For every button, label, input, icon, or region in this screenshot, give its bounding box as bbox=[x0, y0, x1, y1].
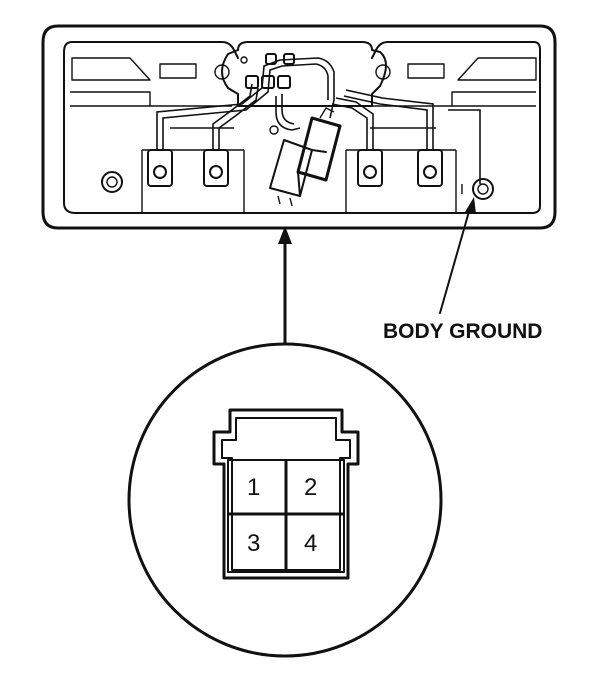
connector-face: 1 2 3 4 bbox=[212, 408, 360, 580]
left-lamp-socket-outer bbox=[147, 149, 173, 187]
right-lamp-socket-inner bbox=[357, 149, 383, 187]
body-ground-label: BODY GROUND bbox=[383, 320, 542, 343]
pin-1-label: 1 bbox=[247, 474, 260, 501]
pin-4-label: 4 bbox=[304, 530, 317, 557]
right-lamp-socket-outer bbox=[417, 149, 443, 187]
left-lamp-socket-inner bbox=[203, 149, 229, 187]
pin-3-label: 3 bbox=[247, 530, 260, 557]
wiring-harness bbox=[156, 53, 481, 184]
left-mount-bolt bbox=[101, 171, 123, 193]
harness-connectors bbox=[240, 53, 295, 135]
connector-arrow bbox=[278, 226, 292, 345]
center-bracket bbox=[214, 41, 391, 107]
pin-2-label: 2 bbox=[304, 474, 317, 501]
ground-bolt bbox=[461, 178, 494, 200]
magnifier-circle bbox=[127, 342, 443, 658]
ground-arrow bbox=[439, 197, 476, 314]
connector-plug bbox=[269, 107, 342, 207]
